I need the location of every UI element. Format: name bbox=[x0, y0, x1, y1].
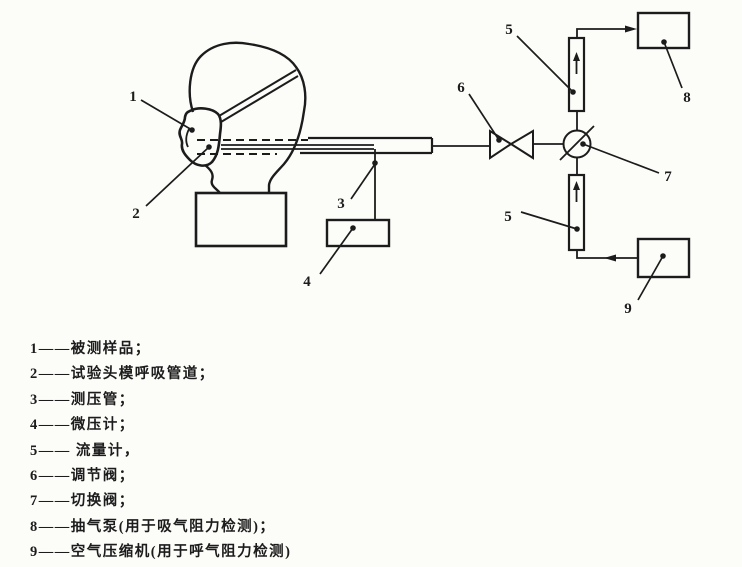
callout-2: 2 bbox=[132, 206, 140, 222]
chin-neck-outline bbox=[204, 164, 221, 194]
flowmeter-lower bbox=[567, 173, 586, 252]
legend-item-5: 5—— 流量计， bbox=[30, 442, 140, 459]
callout-4: 4 bbox=[303, 274, 311, 290]
callout-3: 3 bbox=[337, 196, 345, 212]
flow-arrow-left bbox=[604, 254, 616, 262]
test-head-model bbox=[178, 41, 307, 248]
flow-direction-arrow-up bbox=[573, 52, 580, 61]
mask-head-strap bbox=[218, 69, 299, 123]
suction-pump-box bbox=[636, 11, 691, 50]
callout-labels: 1 2 3 4 5 6 7 8 5 9 bbox=[129, 22, 691, 317]
callout-9: 9 bbox=[624, 301, 632, 317]
legend-item-9: 9——空气压缩机(用于呼气阻力检测) bbox=[30, 544, 292, 561]
mask-nose-contour bbox=[185, 128, 190, 148]
breathing-duct-dashed bbox=[197, 139, 308, 155]
flowmeter-upper bbox=[567, 36, 586, 113]
legend-item-2: 2——试验头模呼吸管道； bbox=[30, 366, 215, 383]
head-outline bbox=[188, 41, 307, 193]
callout-5-upper: 5 bbox=[505, 22, 513, 38]
head-stand-base bbox=[194, 191, 288, 248]
callout-8: 8 bbox=[683, 90, 691, 106]
callout-7: 7 bbox=[664, 169, 672, 185]
legend: 1——被测样品； 2——试验头模呼吸管道； 3——测压管； 4——微压计； 5—… bbox=[30, 337, 720, 566]
legend-item-8: 8——抽气泵(用于吸气阻力检测)； bbox=[30, 518, 276, 535]
test-apparatus-diagram: 1 2 3 4 5 6 7 8 5 9 bbox=[129, 11, 691, 317]
legend-item-1: 1——被测样品； bbox=[30, 341, 151, 357]
legend-item-4: 4——微压计； bbox=[30, 417, 135, 434]
legend-item-6: 6——调节阀； bbox=[30, 467, 135, 484]
micro-manometer-box bbox=[325, 218, 391, 248]
flow-arrow-right bbox=[625, 25, 637, 33]
switching-valve bbox=[559, 125, 595, 161]
dot-3-pressure-tube bbox=[372, 160, 378, 166]
callout-1: 1 bbox=[129, 89, 137, 105]
callout-leaders bbox=[140, 35, 683, 301]
air-compressor-box bbox=[636, 237, 691, 279]
legend-item-3: 3——测压管； bbox=[30, 391, 135, 408]
callout-6: 6 bbox=[457, 80, 465, 96]
breathing-tube bbox=[221, 136, 489, 155]
pipe-from-compressor bbox=[576, 250, 638, 262]
mask-sample-outline bbox=[178, 107, 223, 167]
flow-direction-arrow-up bbox=[573, 181, 580, 190]
legend-item-7: 7——切换阀； bbox=[30, 493, 135, 510]
callout-5-lower: 5 bbox=[504, 209, 512, 225]
pipe-to-suction-pump bbox=[576, 25, 637, 38]
